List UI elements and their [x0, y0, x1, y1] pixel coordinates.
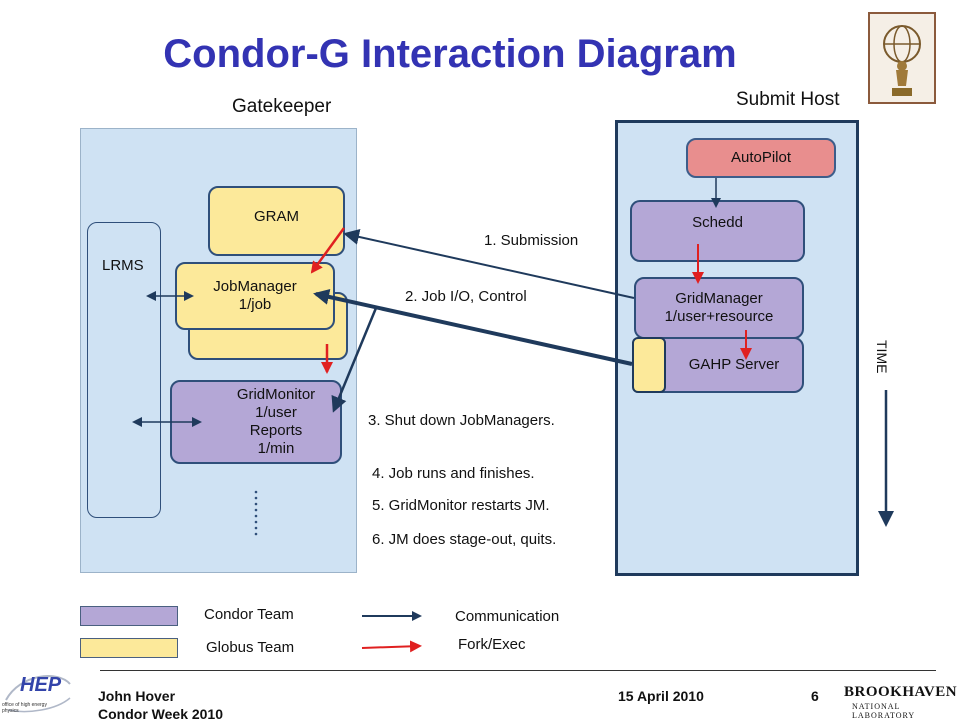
lrms-box: LRMS: [87, 222, 161, 518]
step-gridmonitor-restart: 5. GridMonitor restarts JM.: [372, 497, 550, 514]
legend-forkexec-arrow: [361, 640, 422, 653]
legend-forkexec-label: Fork/Exec: [458, 636, 526, 653]
gahp-globus-part: [632, 337, 666, 393]
atlas-logo: [868, 12, 936, 104]
hep-swoosh-icon: [5, 675, 71, 713]
legend-condor-label: Condor Team: [204, 606, 294, 623]
schedd-box: Schedd: [630, 200, 805, 262]
legend-condor-swatch: [80, 606, 178, 626]
hep-logo-text: HEP: [20, 674, 62, 696]
legend-communication-label: Communication: [455, 608, 560, 625]
brookhaven-subtitle: NATIONAL LABORATORY: [852, 702, 916, 720]
legend-globus-swatch: [80, 638, 178, 658]
gridmonitor-user: 1/user: [255, 404, 297, 421]
step-shutdown: 3. Shut down JobManagers.: [368, 412, 555, 429]
gatekeeper-label: Gatekeeper: [232, 96, 332, 117]
more-jobs-ellipsis: [254, 490, 258, 536]
step-job-io: 2. Job I/O, Control: [405, 288, 527, 305]
gridmonitor-reports: Reports: [249, 422, 303, 439]
jobmanager-label: JobManager: [213, 278, 297, 295]
footer-page-number: 6: [811, 688, 819, 704]
gridmanager-box: GridManager 1/user+resource: [634, 277, 804, 339]
gram-label: GRAM: [254, 208, 299, 225]
arrow-shutdown: [331, 307, 378, 413]
gridmanager-label: GridManager: [675, 290, 763, 307]
jobmanager-count: 1/job: [238, 296, 272, 313]
legend-globus-label: Globus Team: [206, 639, 295, 656]
autopilot-label: AutoPilot: [730, 149, 792, 166]
arrow-submission: [343, 229, 635, 299]
step-job-runs: 4. Job runs and finishes.: [372, 465, 535, 482]
step-stage-out: 6. JM does stage-out, quits.: [372, 531, 557, 548]
gridmanager-scope: 1/user+resource: [664, 308, 774, 325]
gahp-server-label: GAHP Server: [688, 356, 780, 373]
submit-host-label: Submit Host: [736, 89, 840, 110]
footer-event: Condor Week 2010: [98, 706, 224, 722]
arrow-gram-to-jobmanager: [310, 227, 346, 274]
lrms-label: LRMS: [102, 257, 144, 274]
step-submission: 1. Submission: [484, 232, 579, 249]
footer-divider: [100, 670, 936, 671]
page-title: Condor-G Interaction Diagram: [163, 32, 737, 76]
footer-date: 15 April 2010: [618, 688, 704, 704]
gram-box: GRAM: [208, 186, 345, 256]
gridmonitor-label: GridMonitor: [236, 386, 316, 403]
hep-logo-subtext: office of high energy physics: [2, 702, 47, 714]
hep-logo: HEP office of high energy physics: [0, 670, 76, 720]
atlas-figure-icon: [883, 25, 921, 96]
brookhaven-logo: BROOKHAVEN NATIONAL LABORATORY: [842, 682, 958, 720]
autopilot-box: AutoPilot: [686, 138, 836, 178]
jobmanager-box: JobManager 1/job: [175, 262, 335, 330]
arrow-job-io: [313, 289, 633, 366]
brookhaven-name: BROOKHAVEN: [844, 684, 958, 700]
footer-author: John Hover: [98, 688, 176, 704]
gridmonitor-rate: 1/min: [257, 440, 295, 457]
schedd-label: Schedd: [692, 214, 743, 231]
